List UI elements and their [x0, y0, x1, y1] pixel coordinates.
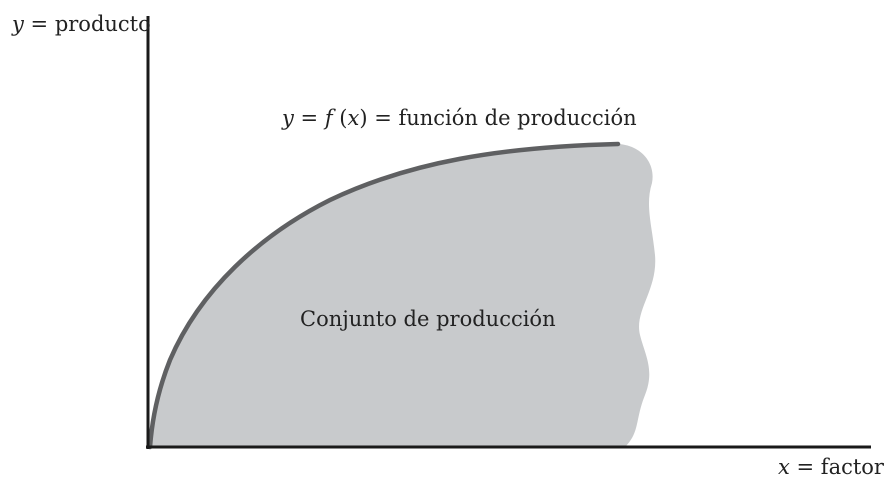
y-axis-label: y = producto	[12, 12, 151, 36]
production-function-label: y = f (x) = función de producción	[282, 106, 637, 130]
function-label-close: )	[359, 106, 368, 130]
function-label-text: = función de producción	[367, 106, 637, 130]
y-axis-var: y	[12, 12, 24, 36]
production-set-region	[150, 144, 656, 447]
production-set-label: Conjunto de producción	[300, 307, 556, 331]
x-axis-label: x = factor	[778, 455, 884, 479]
function-label-open: (	[332, 106, 348, 130]
function-label-f: f	[324, 106, 333, 130]
x-axis-var: x	[778, 455, 790, 479]
function-label-x: x	[347, 106, 360, 130]
x-axis-text: = factor	[789, 455, 884, 479]
production-function-curve	[147, 141, 621, 450]
y-axis-text: = producto	[23, 12, 151, 36]
function-label-eq: =	[293, 106, 325, 130]
function-label-y: y	[282, 106, 294, 130]
